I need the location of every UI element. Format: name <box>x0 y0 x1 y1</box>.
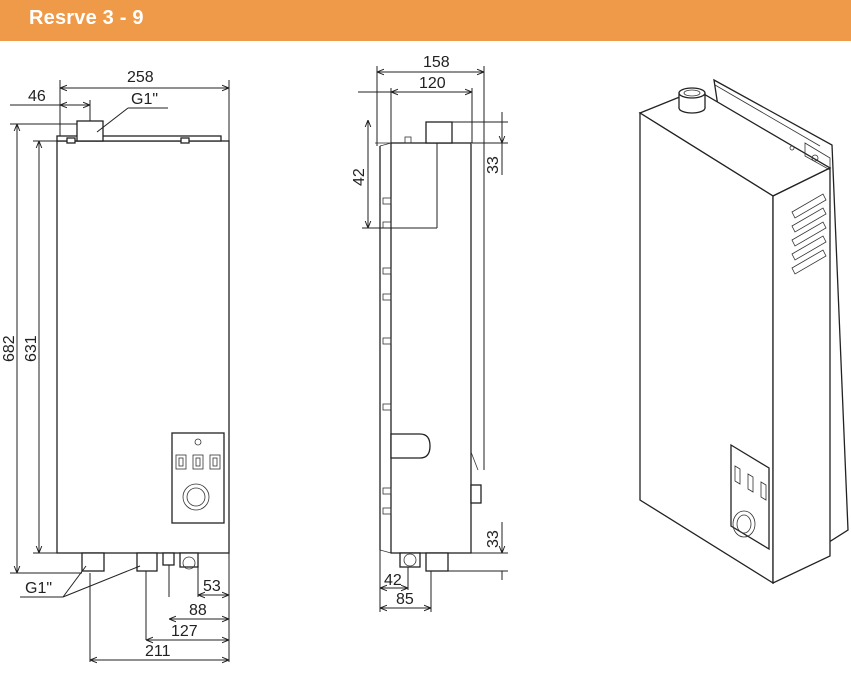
front-bottom-pipe <box>81 552 105 572</box>
perspective-control-panel <box>730 443 770 551</box>
dim-631: 631 <box>23 335 40 362</box>
page-title: Resrve 3 - 9 <box>29 7 144 29</box>
header-bar <box>0 0 851 41</box>
dim-158: 158 <box>423 54 450 71</box>
side-bracket <box>382 221 392 229</box>
side-view: 158 120 42 33 33 42 85 <box>351 54 508 612</box>
side-handle <box>390 433 431 459</box>
control-panel <box>171 432 225 524</box>
perspective-switch-1 <box>734 465 741 485</box>
thread-bottom-label: G1" <box>25 580 52 597</box>
perspective-pipe-top <box>678 87 706 99</box>
front-top-bracket <box>180 137 190 144</box>
side-bracket <box>382 293 392 301</box>
dim-33-top: 33 <box>485 156 502 174</box>
dim-127: 127 <box>171 623 198 640</box>
perspective-switch-3 <box>760 481 767 501</box>
side-bracket <box>382 487 392 495</box>
dim-42-top: 42 <box>351 168 368 186</box>
side-top-pipe <box>425 121 453 144</box>
side-top-stud <box>404 136 412 144</box>
side-bracket <box>382 507 392 515</box>
cable-gland <box>162 552 175 566</box>
front-view: 258 46 G1" 682 631 G1" 53 <box>1 69 230 662</box>
cable-gland-nut <box>182 556 196 570</box>
dim-46: 46 <box>28 88 46 105</box>
dim-88: 88 <box>189 602 207 619</box>
indicator-lamp <box>194 438 202 446</box>
dim-682: 682 <box>1 335 18 362</box>
vent-slots <box>791 193 827 275</box>
perspective-thermostat-knob <box>732 510 756 538</box>
dim-120: 120 <box>419 75 446 92</box>
thermostat-knob-inner <box>186 487 206 507</box>
side-bracket <box>382 197 392 205</box>
side-bottom-pipe <box>425 552 449 572</box>
switch-2 <box>192 454 204 470</box>
side-body <box>390 142 472 554</box>
dim-258: 258 <box>127 69 154 86</box>
switch-1 <box>175 454 187 470</box>
perspective-switch-2 <box>747 473 754 493</box>
dim-33-bottom: 33 <box>485 530 502 548</box>
dim-42-bottom: 42 <box>384 572 402 589</box>
perspective-view <box>638 78 849 585</box>
switch-3 <box>209 454 221 470</box>
switch-3-rocker <box>212 457 218 467</box>
side-knob <box>470 484 482 504</box>
side-face <box>772 166 831 585</box>
dim-53: 53 <box>203 578 221 595</box>
thread-top-label: G1" <box>131 91 158 108</box>
side-bottom-gland-nut <box>403 553 417 567</box>
dim-211: 211 <box>145 643 171 660</box>
front-top-plate <box>56 135 222 142</box>
side-bracket <box>382 403 392 411</box>
front-bottom-pipe-2 <box>136 552 158 572</box>
front-top-bracket <box>66 137 76 144</box>
side-bracket <box>382 267 392 275</box>
side-bracket <box>382 337 392 345</box>
switch-1-rocker <box>178 457 184 467</box>
thermostat-knob <box>182 483 210 511</box>
dim-85: 85 <box>396 591 414 608</box>
switch-2-rocker <box>195 457 201 467</box>
cable-gland-2 <box>179 552 199 568</box>
side-bottom-gland <box>399 552 421 568</box>
